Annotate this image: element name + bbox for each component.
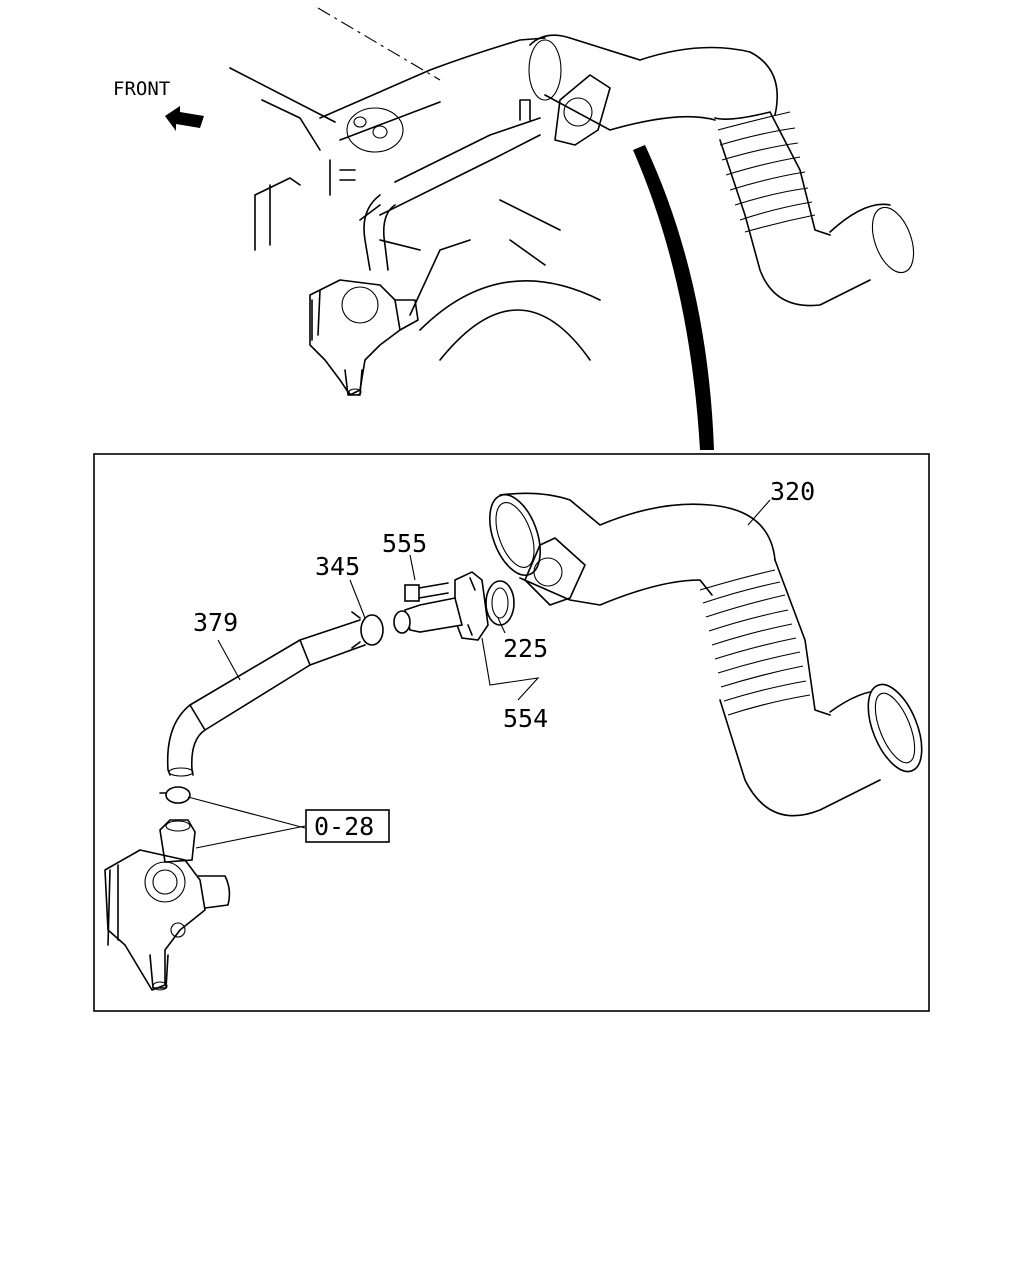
reference-box: 0-28 <box>305 809 390 843</box>
bolt-555 <box>404 582 449 602</box>
detail-frame <box>93 453 930 1012</box>
callout-320: 320 <box>770 477 815 506</box>
overview-view: FRONT <box>113 7 915 450</box>
front-label: FRONT <box>113 78 170 100</box>
callout-554: 554 <box>503 704 548 733</box>
callout-345: 345 <box>315 552 360 581</box>
overview-thermostat-housing <box>309 279 419 396</box>
hose-379 <box>166 619 366 777</box>
detail-view: 320 555 345 379 225 554 0-28 <box>104 477 923 991</box>
reference-0-28: 0-28 <box>314 812 374 841</box>
callout-555: 555 <box>382 529 427 558</box>
engine-outline <box>229 7 601 361</box>
callout-225: 225 <box>503 634 548 663</box>
overview-intake-pipe <box>528 34 915 307</box>
clamp-345 <box>351 611 384 649</box>
callout-379: 379 <box>193 608 238 637</box>
thermostat-housing <box>104 819 231 991</box>
water-outlet-554 <box>393 571 489 641</box>
intake-pipe-320 <box>489 492 923 817</box>
hose-clip <box>159 786 191 804</box>
gasket-225 <box>485 580 515 626</box>
leader-lines <box>187 499 771 849</box>
detail-leader <box>633 145 714 450</box>
overview-hose-assembly <box>319 37 611 271</box>
front-arrow-icon <box>165 106 204 131</box>
